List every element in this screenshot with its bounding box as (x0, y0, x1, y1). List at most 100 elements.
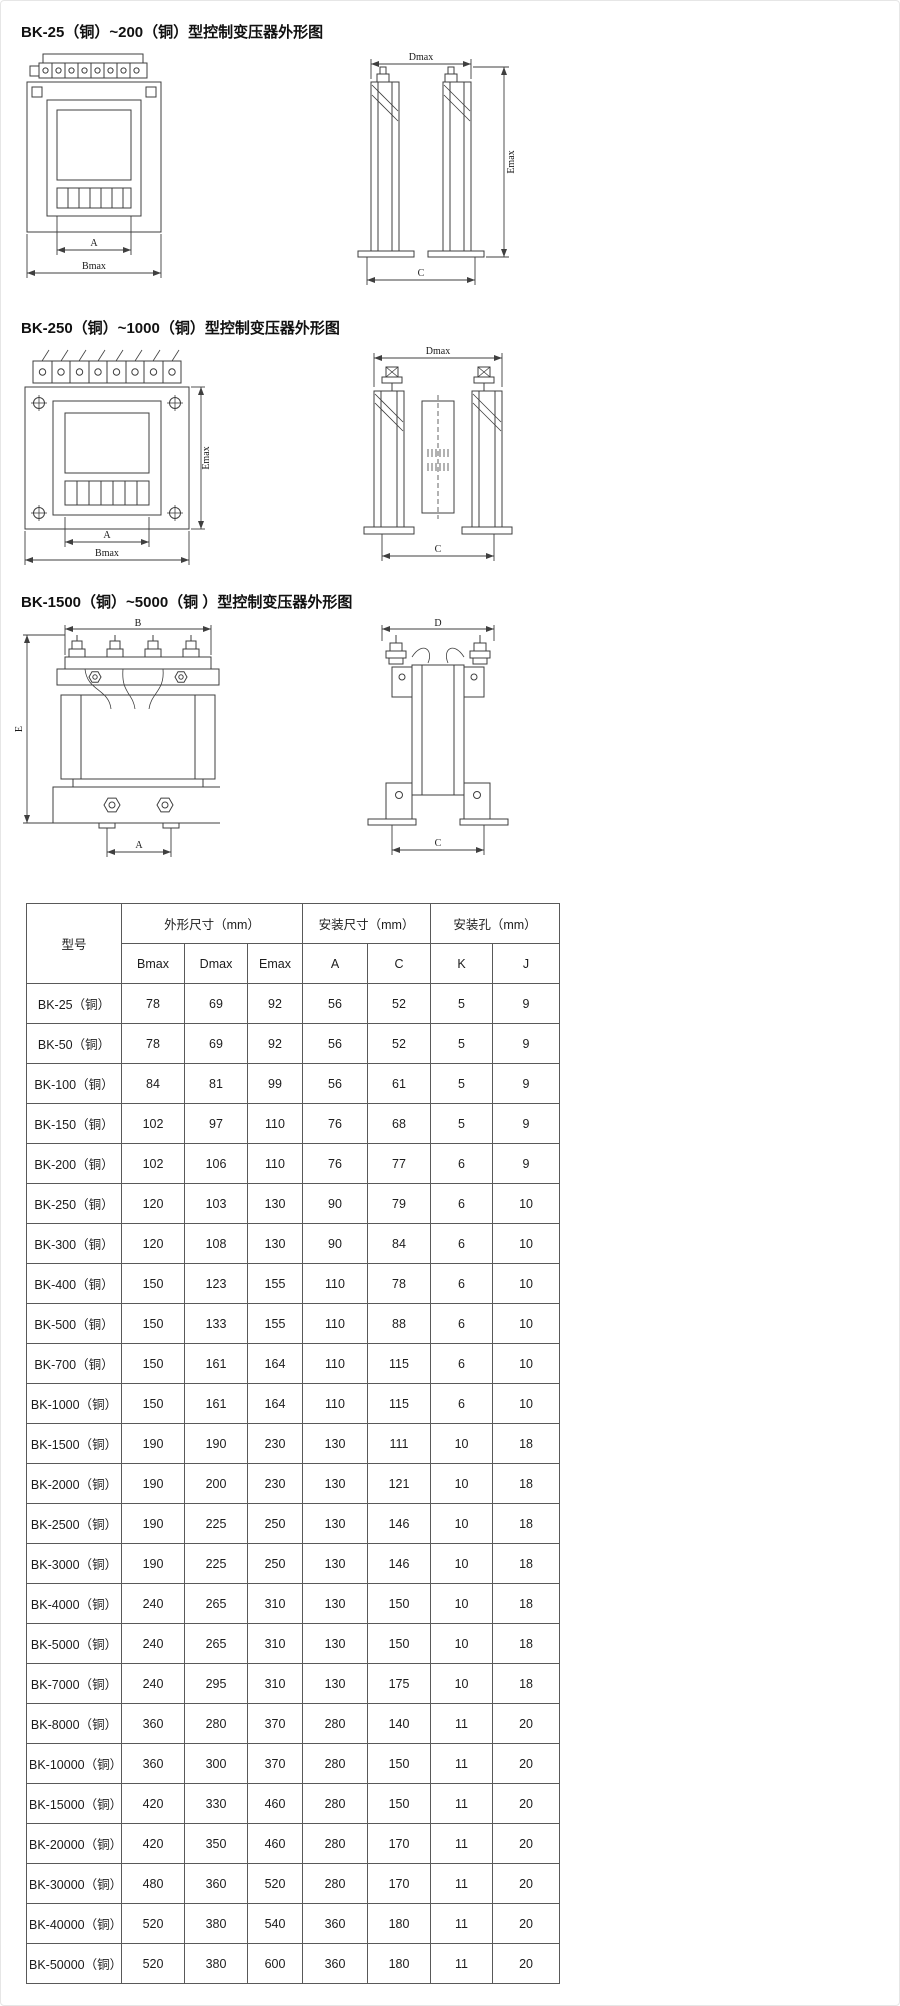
value-cell: 9 (492, 983, 561, 1024)
section1-title: BK-25（铜）~200（铜）型控制变压器外形图 (21, 24, 324, 41)
value-cell: 280 (302, 1783, 368, 1824)
dim-label-emax: Emax (506, 150, 517, 173)
dimension-dmax: Dmax (373, 346, 503, 387)
model-cell: BK-7000（铜） (26, 1663, 122, 1704)
dim-label-b: B (135, 618, 142, 629)
bottom-clamp (367, 782, 509, 826)
value-cell: 600 (247, 1943, 303, 1984)
value-cell: 5 (430, 1023, 494, 1064)
value-cell: 90 (302, 1183, 368, 1224)
value-cell: 61 (366, 1063, 432, 1104)
value-cell: 10 (430, 1543, 494, 1584)
value-cell: 170 (366, 1823, 432, 1864)
value-cell: 360 (302, 1903, 368, 1944)
model-cell: BK-2500（铜） (26, 1503, 122, 1544)
value-cell: 6 (430, 1263, 494, 1304)
model-cell: BK-1500（铜） (26, 1423, 122, 1464)
value-cell: 123 (184, 1263, 248, 1304)
dim-label-e: E (15, 726, 25, 732)
model-cell: BK-200（铜） (26, 1143, 122, 1184)
value-cell: 102 (121, 1143, 185, 1184)
dimension-bmax: Bmax (24, 531, 190, 565)
header-install-dimensions: 安装尺寸（mm） (301, 903, 432, 944)
column-header-a: A (302, 943, 368, 984)
value-cell: 81 (184, 1063, 248, 1104)
dimension-c: C (381, 534, 495, 561)
value-cell: 18 (492, 1423, 561, 1464)
value-cell: 5 (430, 1063, 494, 1104)
value-cell: 130 (247, 1223, 303, 1264)
value-cell: 520 (121, 1903, 185, 1944)
value-cell: 10 (492, 1383, 561, 1424)
value-cell: 68 (366, 1103, 432, 1144)
column-header-dmax: Dmax (184, 943, 248, 984)
value-cell: 150 (366, 1583, 432, 1624)
value-cell: 250 (247, 1503, 303, 1544)
dimension-emax: Emax (473, 66, 517, 258)
value-cell: 230 (247, 1463, 303, 1504)
value-cell: 10 (430, 1423, 494, 1464)
value-cell: 18 (492, 1663, 561, 1704)
model-cell: BK-700（铜） (26, 1343, 122, 1384)
dim-label-c: C (418, 268, 425, 279)
value-cell: 92 (247, 983, 303, 1024)
value-cell: 170 (366, 1863, 432, 1904)
value-cell: 5 (430, 983, 494, 1024)
value-cell: 133 (184, 1303, 248, 1344)
value-cell: 10 (430, 1463, 494, 1504)
value-cell: 240 (121, 1623, 185, 1664)
value-cell: 380 (184, 1903, 248, 1944)
value-cell: 110 (302, 1303, 368, 1344)
value-cell: 18 (492, 1503, 561, 1544)
dim-label-dmax: Dmax (426, 346, 450, 357)
value-cell: 265 (184, 1583, 248, 1624)
dim-label-a: A (135, 840, 143, 851)
value-cell: 97 (184, 1103, 248, 1144)
value-cell: 18 (492, 1623, 561, 1664)
value-cell: 78 (366, 1263, 432, 1304)
value-cell: 280 (302, 1743, 368, 1784)
value-cell: 250 (247, 1543, 303, 1584)
value-cell: 6 (430, 1223, 494, 1264)
value-cell: 164 (247, 1383, 303, 1424)
value-cell: 10 (492, 1303, 561, 1344)
column-header-emax: Emax (247, 943, 303, 984)
terminal-wires (41, 349, 180, 362)
model-cell: BK-250（铜） (26, 1183, 122, 1224)
transformer-body (24, 386, 190, 530)
dimension-dmax: Dmax (370, 52, 472, 79)
value-cell: 115 (366, 1343, 432, 1384)
value-cell: 18 (492, 1583, 561, 1624)
value-cell: 130 (302, 1583, 368, 1624)
value-cell: 20 (492, 1823, 561, 1864)
value-cell: 310 (247, 1623, 303, 1664)
value-cell: 350 (184, 1823, 248, 1864)
value-cell: 295 (184, 1663, 248, 1704)
value-cell: 77 (366, 1143, 432, 1184)
model-cell: BK-20000（铜） (26, 1823, 122, 1864)
value-cell: 150 (366, 1623, 432, 1664)
value-cell: 6 (430, 1143, 494, 1184)
dim-label-c: C (435, 544, 442, 555)
value-cell: 190 (121, 1543, 185, 1584)
value-cell: 84 (121, 1063, 185, 1104)
value-cell: 52 (366, 983, 432, 1024)
value-cell: 99 (247, 1063, 303, 1104)
dimension-a: A (64, 517, 150, 547)
model-cell: BK-300（铜） (26, 1223, 122, 1264)
value-cell: 6 (430, 1343, 494, 1384)
value-cell: 20 (492, 1743, 561, 1784)
value-cell: 78 (121, 1023, 185, 1064)
value-cell: 56 (302, 1023, 368, 1064)
value-cell: 360 (302, 1943, 368, 1984)
top-bolts (381, 366, 495, 391)
value-cell: 460 (247, 1823, 303, 1864)
